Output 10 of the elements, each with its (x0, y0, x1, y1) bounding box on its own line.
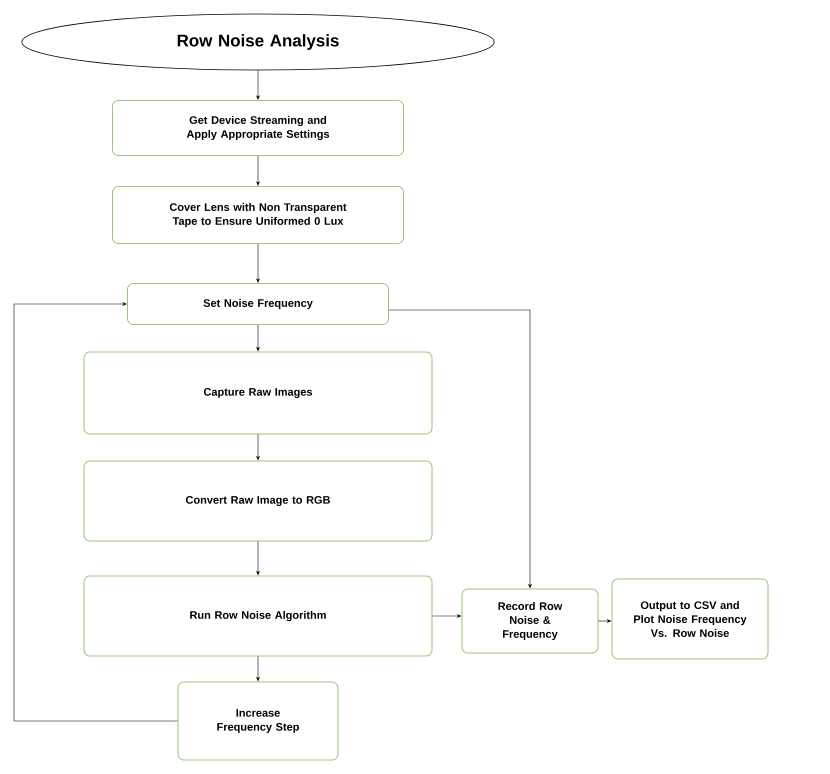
process-box: Increase Frequency Step (178, 682, 338, 760)
process-box: Get Device Streaming and Apply Appropriate Settings (112, 100, 404, 156)
process-box: Set Noise Frequency (127, 283, 389, 325)
process-box: Convert Raw Image to RGB (84, 460, 432, 542)
process-box: Run Row Noise Algorithm (84, 576, 432, 656)
process-box: Capture Raw Images (84, 352, 432, 434)
process-box: Cover Lens with Non Transparent Tape to Ensure Uniformed 0 Lux (112, 186, 404, 244)
arrow (14, 302, 178, 722)
process-box: Record Row Noise & Frequency (462, 588, 598, 654)
process-box: Output to CSV and Plot Noise Frequency Vs. Row Noise (612, 578, 768, 660)
